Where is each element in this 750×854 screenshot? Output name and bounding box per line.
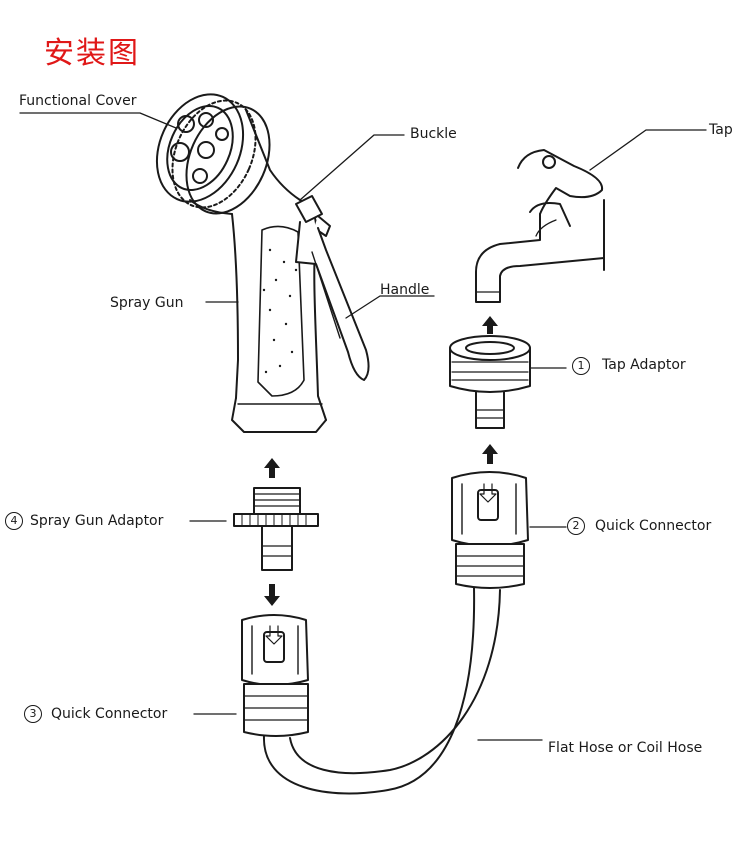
- handle-label: Handle: [380, 282, 430, 298]
- number-4-badge: 4: [5, 512, 23, 530]
- up-arrow-icon: [482, 444, 498, 464]
- spray-gun-label: Spray Gun: [110, 295, 184, 311]
- number-3-badge: 3: [24, 705, 42, 723]
- up-arrow-icon: [264, 458, 280, 478]
- quick-connector-3-label: Quick Connector: [51, 706, 168, 722]
- diagram-title: 安装图: [44, 36, 140, 71]
- tap-label: Tap: [709, 122, 733, 138]
- spray-gun-adaptor-illustration: [189, 487, 319, 571]
- down-arrow-icon: [264, 584, 280, 606]
- tap-adaptor-label: Tap Adaptor: [602, 357, 686, 373]
- grip-texture: [262, 248, 298, 374]
- spray-gun-adaptor-label: Spray Gun Adaptor: [30, 513, 164, 529]
- functional-cover-label: Functional Cover: [19, 93, 137, 109]
- quick-connector-3-illustration: [193, 614, 309, 737]
- spray-gun-illustration: [19, 93, 435, 433]
- flat-hose-label: Flat Hose or Coil Hose: [548, 740, 703, 756]
- hose-illustration: [262, 587, 543, 795]
- number-1-badge: 1: [572, 357, 590, 375]
- quick-connector-2-illustration: [451, 471, 567, 589]
- tap-adaptor-illustration: [449, 335, 567, 429]
- tap-illustration: [475, 129, 707, 303]
- up-arrow-icon: [482, 316, 498, 334]
- functional-cover-part: [155, 93, 271, 215]
- buckle-label: Buckle: [410, 126, 457, 142]
- number-2-badge: 2: [567, 517, 585, 535]
- quick-connector-2-label: Quick Connector: [595, 518, 712, 534]
